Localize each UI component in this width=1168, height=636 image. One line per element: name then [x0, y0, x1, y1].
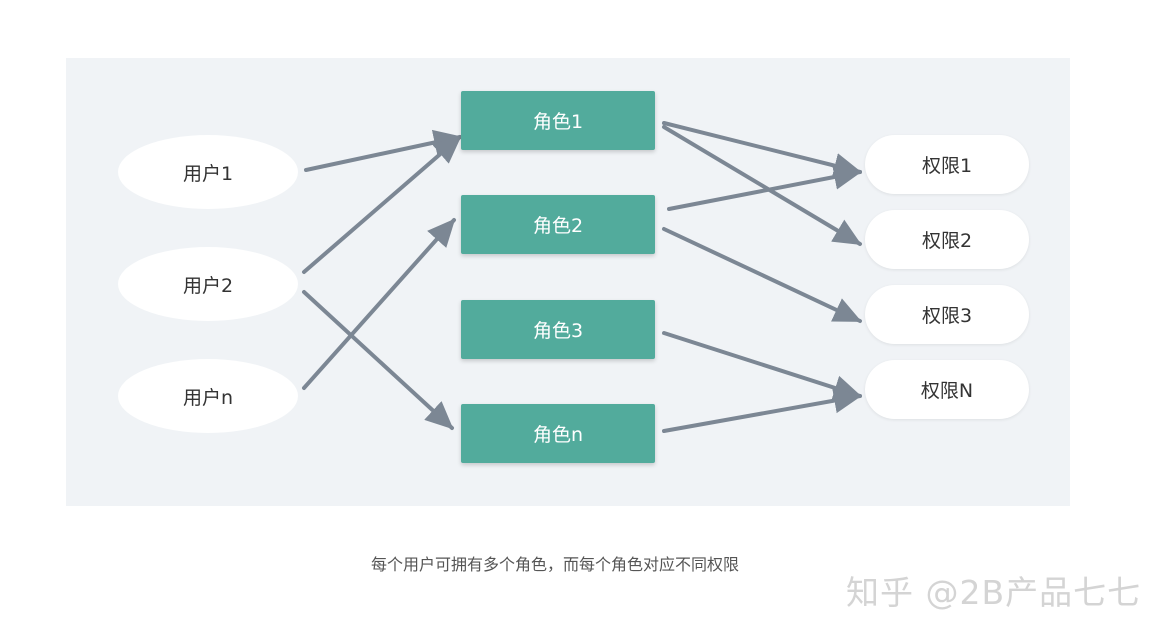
user-label: 用户1 [182, 162, 234, 185]
user-node-1: 用户1 [118, 135, 298, 209]
permission-node-3: 权限3 [865, 285, 1029, 344]
diagram-caption: 每个用户可拥有多个角色，而每个角色对应不同权限 [370, 555, 739, 574]
role-label: 角色1 [532, 111, 584, 133]
role-label: 角色2 [532, 215, 584, 237]
permission-node-2: 权限2 [865, 210, 1029, 269]
permission-label: 权限1 [921, 155, 973, 177]
role-label: 角色3 [532, 320, 584, 342]
permission-label: 权限3 [921, 305, 973, 327]
user-label: 用户n [182, 386, 234, 409]
permission-node-1: 权限1 [865, 135, 1029, 194]
role-node-n: 角色n [461, 404, 655, 463]
role-node-2: 角色2 [461, 195, 655, 254]
user-label: 用户2 [182, 274, 234, 297]
permission-label: 权限2 [921, 230, 973, 252]
permission-label: 权限N [920, 380, 974, 402]
user-node-2: 用户2 [118, 247, 298, 321]
permission-node-n: 权限N [865, 360, 1029, 419]
role-node-3: 角色3 [461, 300, 655, 359]
role-node-1: 角色1 [461, 91, 655, 150]
watermark: 知乎 @2B产品七七 [846, 573, 1142, 612]
user-node-n: 用户n [118, 359, 298, 433]
role-label: 角色n [532, 424, 584, 446]
